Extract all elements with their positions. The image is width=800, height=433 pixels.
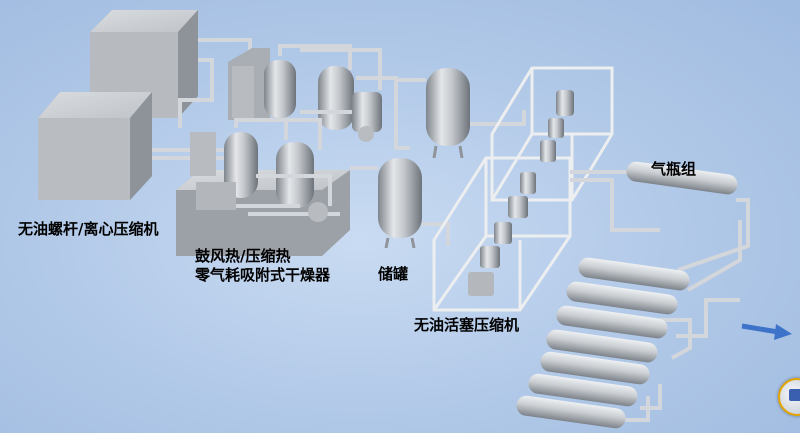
piston-compressor-units bbox=[468, 90, 574, 296]
gas-bottle-group-label: 气瓶组 bbox=[651, 160, 697, 178]
compressor-label: 无油螺杆/离心压缩机 bbox=[18, 220, 159, 238]
tank-label: 储罐 bbox=[378, 265, 409, 283]
dryer-skid-upper bbox=[228, 44, 398, 142]
dryer-skid-lower bbox=[176, 118, 350, 256]
dryer-label-line2: 零气耗吸附式干燥器 bbox=[195, 266, 331, 284]
storage-tank-lower bbox=[350, 100, 450, 249]
bottle-pipes bbox=[570, 170, 750, 422]
compressor-unit-lower bbox=[38, 92, 152, 200]
right-arrow-icon bbox=[741, 323, 792, 340]
piston-compressor-frames bbox=[432, 66, 614, 312]
compressor-unit-upper bbox=[90, 10, 198, 118]
dryer-label: 鼓风热/压缩热 零气耗吸附式干燥器 bbox=[195, 247, 330, 285]
gas-bottle-group bbox=[516, 161, 738, 429]
dryer-label-line1: 鼓风热/压缩热 bbox=[195, 247, 291, 265]
storage-tank-upper bbox=[398, 68, 526, 159]
piston-compressor-label: 无油活塞压缩机 bbox=[414, 316, 520, 334]
